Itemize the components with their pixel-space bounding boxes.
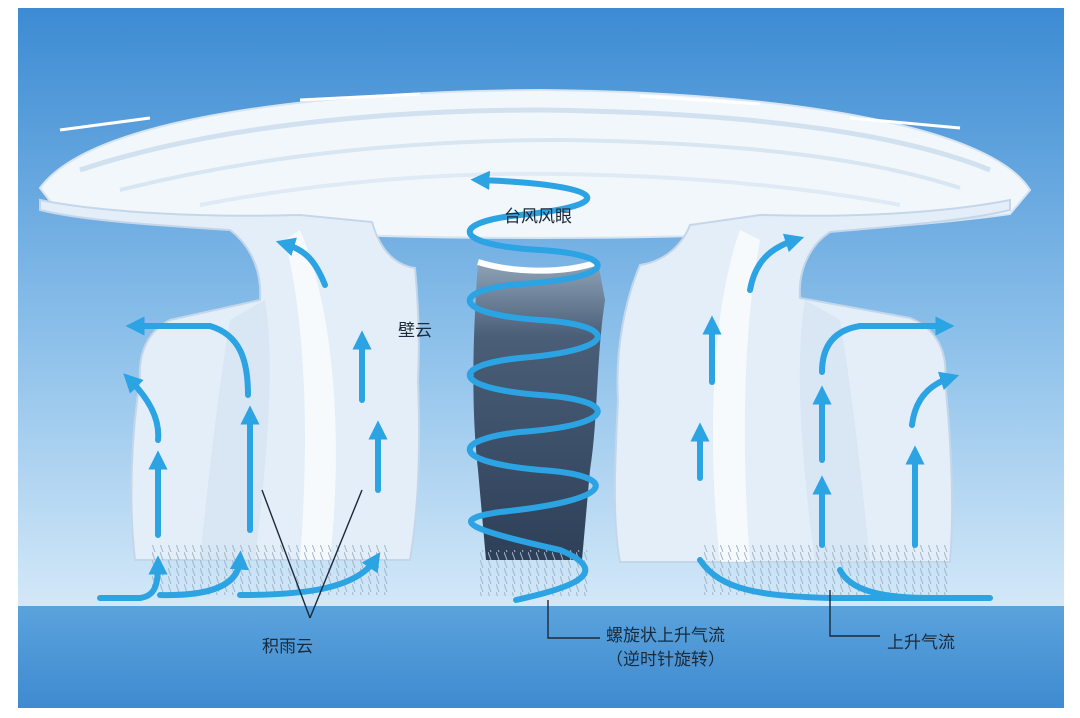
right-cloud-mass <box>613 198 1011 563</box>
wall-cloud-label: 壁云 <box>398 321 432 341</box>
updraft-label: 上升气流 <box>887 633 955 653</box>
spiral-updraft-label-line2: （逆时针旋转） <box>606 650 725 670</box>
spiral-updraft-arrow <box>467 170 601 603</box>
leader-lines <box>261 489 880 639</box>
spiral-updraft-label: 螺旋状上升气流 （逆时针旋转） <box>606 624 725 672</box>
cumulonimbus-label: 积雨云 <box>262 637 313 657</box>
typhoon-eye <box>473 259 605 560</box>
anvil-cloud <box>38 88 1032 240</box>
typhoon-eye-label: 台风风眼 <box>504 207 572 227</box>
right-updraft-arrows <box>690 233 993 601</box>
ocean-surface <box>18 606 1064 708</box>
spiral-updraft-label-line1: 螺旋状上升气流 <box>606 626 725 646</box>
